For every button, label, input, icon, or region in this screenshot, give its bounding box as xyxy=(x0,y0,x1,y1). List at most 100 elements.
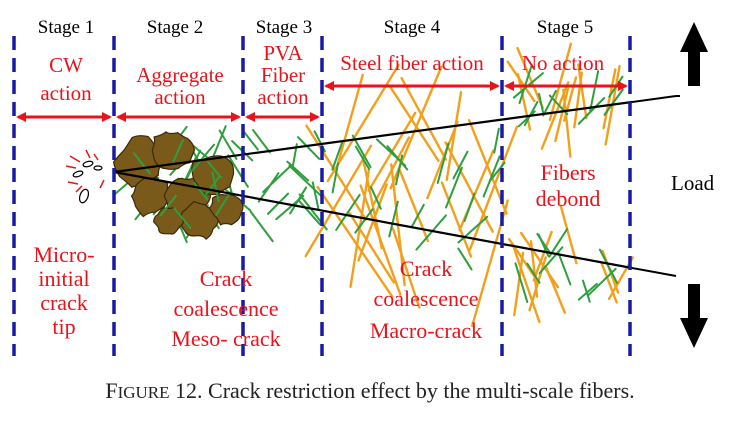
pva-fiber xyxy=(172,139,184,163)
pva-fiber xyxy=(289,186,308,215)
steel-fiber xyxy=(444,141,494,233)
load-label: Load xyxy=(671,171,715,195)
pva-fiber xyxy=(262,164,293,193)
steel-fiber xyxy=(304,144,373,258)
pva-fiber xyxy=(452,150,469,180)
pva-fiber xyxy=(354,145,371,171)
pva-fiber xyxy=(542,89,557,117)
pva-fiber xyxy=(193,181,209,201)
pva-fiber xyxy=(331,162,340,194)
pva-fiber xyxy=(211,171,220,203)
pva-fiber xyxy=(603,88,624,116)
steel-fiber xyxy=(513,251,525,317)
steel-fiber xyxy=(559,204,578,265)
stage-3-action-line-2: Fiber xyxy=(261,63,305,87)
pva-fiber xyxy=(132,152,151,175)
aggregate-particle xyxy=(151,131,196,170)
pva-fiber xyxy=(297,199,321,226)
pva-fiber xyxy=(436,142,450,185)
pva-fiber xyxy=(526,262,541,284)
pva-fiber xyxy=(266,192,290,215)
load-down-arrow-icon xyxy=(680,284,708,348)
stage-4-desc-line-1: Crack xyxy=(400,256,453,281)
pva-fiber xyxy=(296,136,321,160)
stage-dividers xyxy=(12,36,632,356)
pva-fiber xyxy=(354,208,374,234)
pva-fiber xyxy=(517,110,536,128)
stage-2-action-line-2: action xyxy=(154,85,206,109)
stage-1-desc-line-4: tip xyxy=(52,314,75,339)
steel-fiber xyxy=(361,155,383,250)
stage-1-action-line-2: action xyxy=(40,81,92,105)
stage-4-action-line-1: Steel fiber action xyxy=(340,51,484,75)
steel-fiber xyxy=(532,230,553,282)
pva-fiber xyxy=(252,129,271,154)
steel-fiber xyxy=(602,68,617,130)
stage-3-action-line-1: PVA xyxy=(263,41,303,65)
pva-fiber xyxy=(331,140,344,171)
pva-fiber xyxy=(415,214,447,251)
stage-5-action-line-1: No action xyxy=(522,51,605,75)
stage-range-arrows xyxy=(16,81,628,122)
stage-3-action-line-3: action xyxy=(257,85,309,109)
stage-5-desc-line-2: debond xyxy=(536,186,601,211)
steel-fiber xyxy=(562,88,572,158)
pva-fiber xyxy=(375,138,407,167)
steel-fiber xyxy=(388,84,440,163)
pva-fiber xyxy=(410,203,425,229)
steel-fiber xyxy=(468,125,519,251)
pva-fiber xyxy=(370,186,382,210)
steel-fiber xyxy=(554,87,570,143)
pva-fiber xyxy=(514,262,529,304)
pva-fiber xyxy=(311,181,320,211)
pva-fiber xyxy=(457,215,489,244)
pva-fiber xyxy=(388,200,399,238)
pva-fiber xyxy=(173,207,192,229)
aggregate-particles xyxy=(112,131,244,240)
pva-fiber xyxy=(242,130,259,151)
pva-fiber xyxy=(577,97,606,125)
stage-5-desc-line-1: Fibers xyxy=(541,160,596,185)
pva-fiber xyxy=(206,160,222,179)
pva-fiber xyxy=(457,247,473,271)
steel-fiber xyxy=(316,185,394,298)
stage-1-desc-line-3: crack xyxy=(40,290,88,315)
steel-fiber xyxy=(391,227,421,309)
pva-fiber xyxy=(444,166,463,209)
pva-fiber xyxy=(589,70,600,112)
crack-wedge xyxy=(113,95,680,277)
pva-fiber xyxy=(493,127,500,154)
stage-2-desc-line-3: Meso- crack xyxy=(171,326,280,351)
stage-1-title: Stage 1 xyxy=(38,17,94,38)
pva-fiber xyxy=(581,279,591,303)
stage-1-desc-line-1: Micro- xyxy=(33,242,94,267)
pva-fiber xyxy=(394,154,404,186)
steel-fiber xyxy=(440,181,473,258)
stage-4-desc-line-2: coalescence xyxy=(373,286,478,311)
stage-2-desc-line-2: coalescence xyxy=(173,296,278,321)
figure-caption: FIGURE 12. Crack restriction effect by t… xyxy=(105,378,634,403)
pva-fiber xyxy=(548,228,569,258)
stage-5-title: Stage 5 xyxy=(537,17,593,38)
micro-crack-tip-icon xyxy=(65,149,105,204)
steel-fiber xyxy=(519,231,560,289)
steel-fiber xyxy=(400,76,448,161)
pva-fiber xyxy=(215,190,232,216)
stage-2-title: Stage 2 xyxy=(147,17,203,38)
steel-fiber-strokes xyxy=(304,42,635,328)
pva-fiber xyxy=(205,175,221,196)
stage-4-desc-line-3: Macro-crack xyxy=(370,318,482,343)
load-up-arrow-icon xyxy=(680,22,708,86)
pva-fiber xyxy=(482,155,501,198)
pva-fiber xyxy=(211,125,227,161)
stage-1-desc-line-2: initial xyxy=(38,266,89,291)
steel-fiber xyxy=(426,120,459,200)
steel-fiber xyxy=(600,261,618,304)
pva-fiber xyxy=(191,143,216,172)
steel-fiber xyxy=(511,242,541,324)
pva-fiber xyxy=(488,161,506,182)
pva-fiber xyxy=(557,250,572,286)
pva-fiber xyxy=(538,246,564,275)
steel-fiber xyxy=(445,91,463,182)
